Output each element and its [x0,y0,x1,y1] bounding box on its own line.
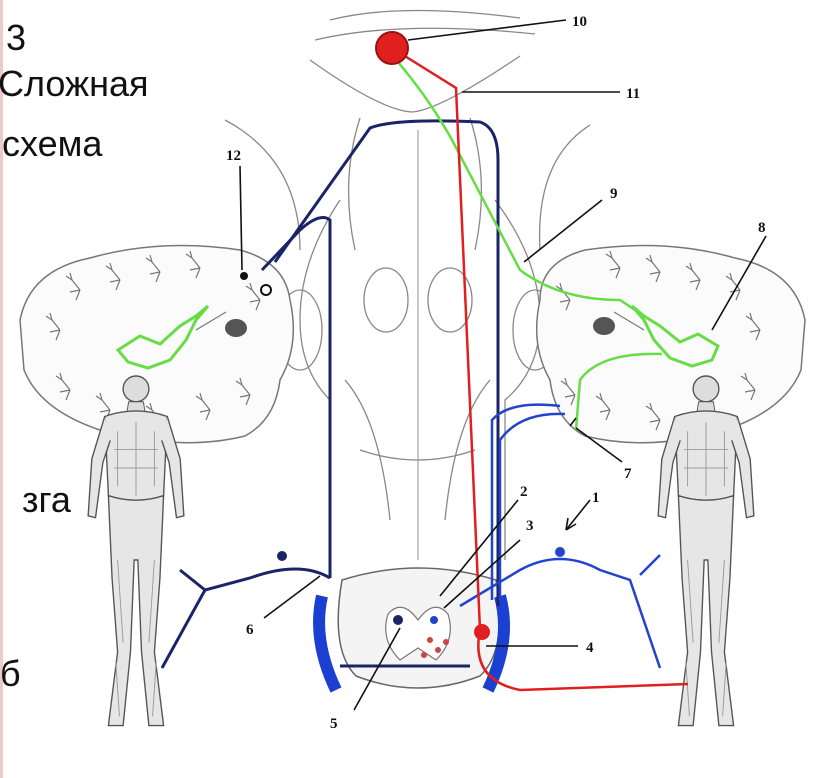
callout-10: 10 [572,14,587,30]
human-figure-right-icon [658,376,754,726]
human-figure-left-icon [88,376,184,726]
brainstem-outline-icon [278,130,557,560]
red-nucleus [376,32,408,64]
callout-3: 3 [526,518,534,534]
callout-9: 9 [610,186,618,202]
callout-1: 1 [592,490,600,506]
neuron-5 [393,615,403,625]
callout-5: 5 [330,716,338,732]
callout-7: 7 [624,466,632,482]
callout-2: 2 [520,484,528,500]
neuron-2 [430,616,438,624]
callout-6: 6 [246,622,254,638]
motor-neuron [474,624,490,640]
ganglion-right [555,547,565,557]
nucleus-12-ring [261,285,271,295]
callout-11: 11 [626,86,640,102]
nucleus-12 [240,272,248,280]
callout-8: 8 [758,220,766,236]
callout-12: 12 [226,148,241,164]
callout-4: 4 [586,640,594,656]
ganglion-left [277,551,287,561]
